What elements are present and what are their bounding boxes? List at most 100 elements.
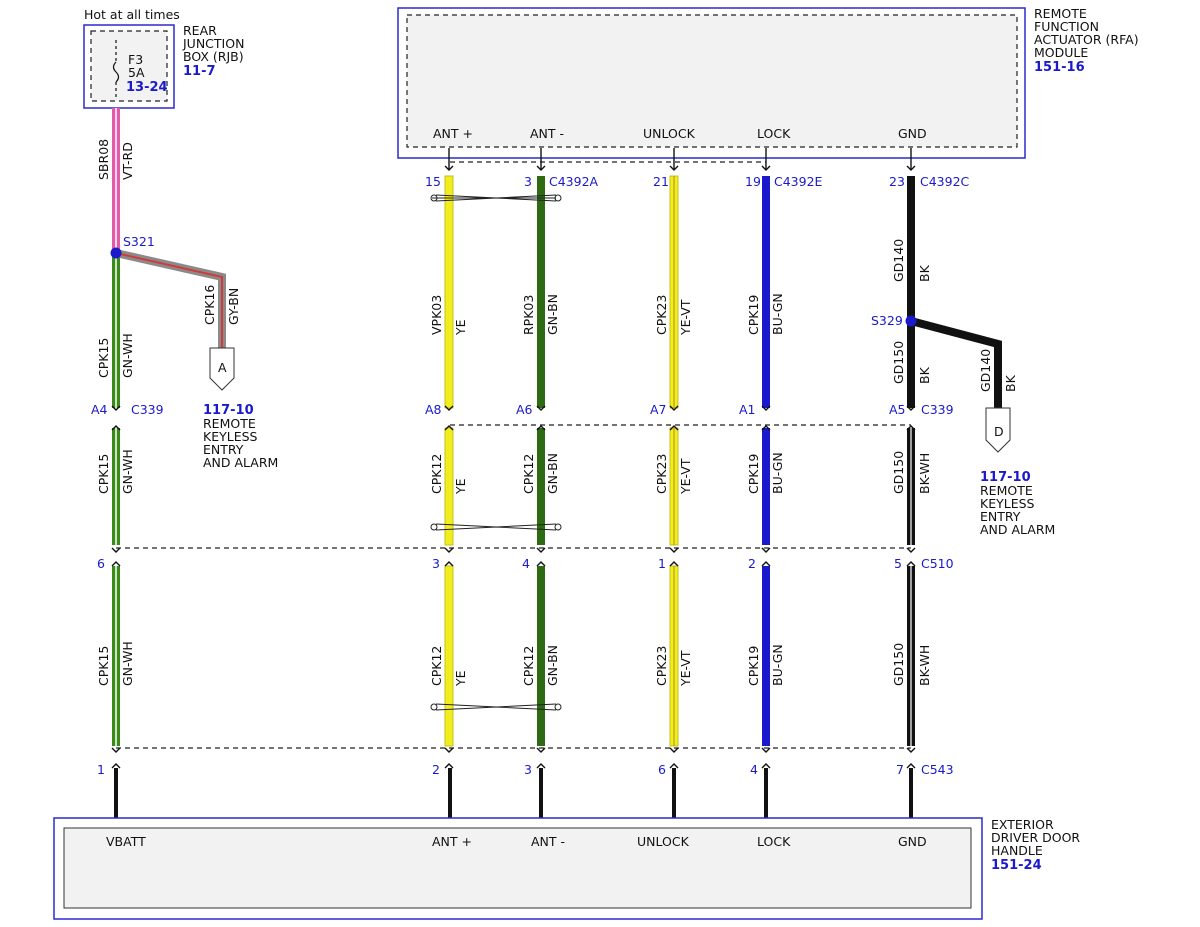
- rfa-label-1: REMOTE: [1034, 6, 1087, 21]
- wire-label-bugn-b: BU-GN: [770, 452, 785, 494]
- wire-cpk23: [669, 175, 679, 747]
- wire-sbr08: [112, 108, 120, 253]
- connector-chevron-icon: [906, 425, 916, 431]
- c339-pin-a8: A8: [425, 402, 442, 417]
- connector-c339-right[interactable]: C339: [921, 402, 954, 417]
- connector-chevron-icon: [906, 747, 916, 753]
- wire-label-yevt-c: YE-VT: [678, 650, 693, 687]
- connector-chevron-icon: [444, 165, 454, 171]
- ref-d-line-4: AND ALARM: [980, 522, 1055, 537]
- rjb-label-3: BOX (RJB): [183, 49, 244, 64]
- handle-pin-ant-minus: ANT -: [531, 834, 565, 849]
- rfa-ref-link[interactable]: 151-16: [1034, 60, 1085, 75]
- connector-c543[interactable]: C543: [921, 762, 954, 777]
- connector-chevron-icon: [444, 405, 454, 411]
- wire-label-gd150-b: GD150: [891, 451, 906, 494]
- rfa-pin-num-gnd: 23: [889, 174, 905, 189]
- connector-chevron-icon: [761, 547, 771, 553]
- splice-s329-label[interactable]: S329: [871, 313, 903, 328]
- rfa-pin-unlock: UNLOCK: [643, 126, 696, 141]
- c543-pin-6: 7: [896, 762, 904, 777]
- c510-pin-5: 2: [748, 556, 756, 571]
- splice-s321-label[interactable]: S321: [123, 234, 155, 249]
- connector-chevron-icon: [669, 747, 679, 753]
- connector-chevron-icon: [669, 547, 679, 553]
- splice-s321-icon: [110, 247, 122, 259]
- c510-pin-4: 1: [658, 556, 666, 571]
- wire-label-bk-b: BK: [917, 366, 932, 384]
- ref-d-page-link[interactable]: 117-10: [980, 470, 1031, 485]
- handle-pin-lock: LOCK: [757, 834, 791, 849]
- splice-s329-icon: [905, 315, 917, 327]
- rjb-ref-link[interactable]: 11-7: [183, 64, 216, 79]
- rfa-pin-num-ant-plus: 15: [425, 174, 441, 189]
- c543-pin-2: 2: [432, 762, 440, 777]
- connector-chevron-icon: [906, 763, 916, 769]
- wire-label-cpk19-c: CPK19: [746, 646, 761, 686]
- connector-c339-left[interactable]: C339: [131, 402, 164, 417]
- connector-c4392e[interactable]: C4392E: [774, 174, 823, 189]
- c339-pin-a4: A4: [91, 402, 108, 417]
- rfa-pin-gnd: GND: [898, 126, 927, 141]
- connector-chevron-icon: [906, 165, 916, 171]
- connector-chevron-icon: [761, 425, 771, 431]
- connector-chevron-icon: [906, 405, 916, 411]
- rfa-pin-ant-minus: ANT -: [530, 126, 564, 141]
- ref-a-line-3: ENTRY: [203, 442, 244, 457]
- wire-label-yevt-a: YE-VT: [678, 299, 693, 336]
- wire-label-cpk23-c: CPK23: [654, 646, 669, 686]
- connector-chevron-icon: [536, 547, 546, 553]
- wire-label-gnwh-b: GN-WH: [120, 449, 135, 494]
- wire-label-cpk15-c: CPK15: [96, 646, 111, 686]
- ref-a-page-link[interactable]: 117-10: [203, 403, 254, 418]
- wire-label-gnwh-a: GN-WH: [120, 333, 135, 378]
- c339-pin-a5: A5: [889, 402, 906, 417]
- twisted-pair-icon: [430, 703, 562, 711]
- wire-ye-ant-plus: [444, 175, 454, 747]
- wire-label-cpk12-c: CPK12: [521, 454, 536, 494]
- connector-c510[interactable]: C510: [921, 556, 954, 571]
- connector-chevron-icon: [761, 747, 771, 753]
- rfa-label-4: MODULE: [1034, 45, 1088, 60]
- rfa-label-3: ACTUATOR (RFA): [1034, 32, 1139, 47]
- c339-pin-a1: A1: [739, 402, 756, 417]
- ref-a-line-4: AND ALARM: [203, 455, 278, 470]
- twisted-pair-icon: [430, 194, 562, 202]
- rjb-label-1: REAR: [183, 23, 217, 38]
- c510-pin-1: 6: [97, 556, 105, 571]
- rfa-pin-ant-plus: ANT +: [433, 126, 473, 141]
- connector-chevron-icon: [761, 763, 771, 769]
- ref-connector-d-icon: [985, 407, 1011, 453]
- c510-pin-3: 4: [522, 556, 530, 571]
- connector-chevron-icon: [669, 763, 679, 769]
- c543-pin-1: 1: [97, 762, 105, 777]
- connector-chevron-icon: [444, 747, 454, 753]
- wire-label-gd140-a: GD140: [891, 239, 906, 282]
- connector-chevron-icon: [669, 405, 679, 411]
- wire-cpk16: [115, 249, 226, 350]
- rfa-module-box: [397, 7, 1026, 159]
- handle-ref-link[interactable]: 151-24: [991, 858, 1042, 873]
- connector-c4392a[interactable]: C4392A: [549, 174, 599, 189]
- wire-label-rpk03: RPK03: [521, 295, 536, 335]
- wire-label-gnwh-c: GN-WH: [120, 641, 135, 686]
- connector-c4392c[interactable]: C4392C: [920, 174, 970, 189]
- wire-label-vpk03: VPK03: [429, 295, 444, 335]
- connector-chevron-icon: [111, 561, 121, 567]
- ref-connector-a-icon: [209, 347, 235, 391]
- handle-pin-gnd: GND: [898, 834, 927, 849]
- wire-label-cpk19-a: CPK19: [746, 295, 761, 335]
- fuse-ref-link[interactable]: 13-24: [126, 80, 168, 95]
- handle-leads: [114, 768, 913, 818]
- wire-label-cpk12-d: CPK12: [521, 646, 536, 686]
- ref-d-line-1: REMOTE: [980, 483, 1033, 498]
- ref-a-line-1: REMOTE: [203, 416, 256, 431]
- connector-chevron-icon: [536, 747, 546, 753]
- wire-label-yevt-b: YE-VT: [678, 458, 693, 495]
- c543-pin-3: 3: [524, 762, 532, 777]
- wire-label-gnbn-c: GN-BN: [545, 645, 560, 686]
- wire-label-cpk23-a: CPK23: [654, 295, 669, 335]
- connector-chevron-icon: [906, 547, 916, 553]
- ref-a-line-2: KEYLESS: [203, 429, 258, 444]
- connector-chevron-icon: [536, 405, 546, 411]
